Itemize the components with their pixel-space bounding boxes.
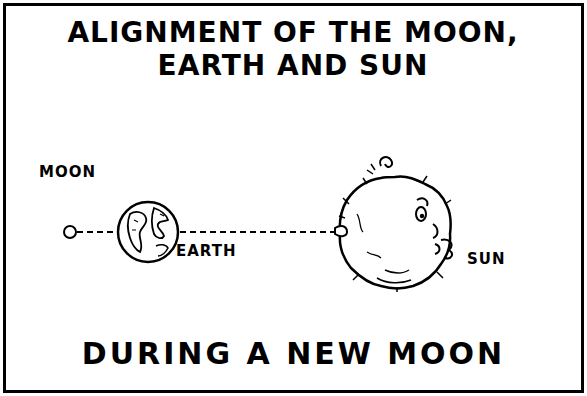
moon-node: MOON (63, 225, 77, 239)
diagram-title: ALIGNMENT OF THE MOON, EARTH AND SUN (63, 16, 523, 82)
alignment-line (180, 231, 337, 233)
sun-face (337, 174, 453, 290)
body-label: MOON (39, 163, 96, 181)
moon-circle (63, 225, 77, 239)
diagram-caption: DURING A NEW MOON (0, 336, 587, 372)
body-label: EARTH (176, 242, 237, 260)
earth-node: EARTH (116, 200, 180, 264)
earth-globe (116, 200, 180, 264)
sun-node: SUN (337, 174, 453, 290)
alignment-line (77, 231, 116, 233)
body-label: SUN (467, 250, 506, 268)
